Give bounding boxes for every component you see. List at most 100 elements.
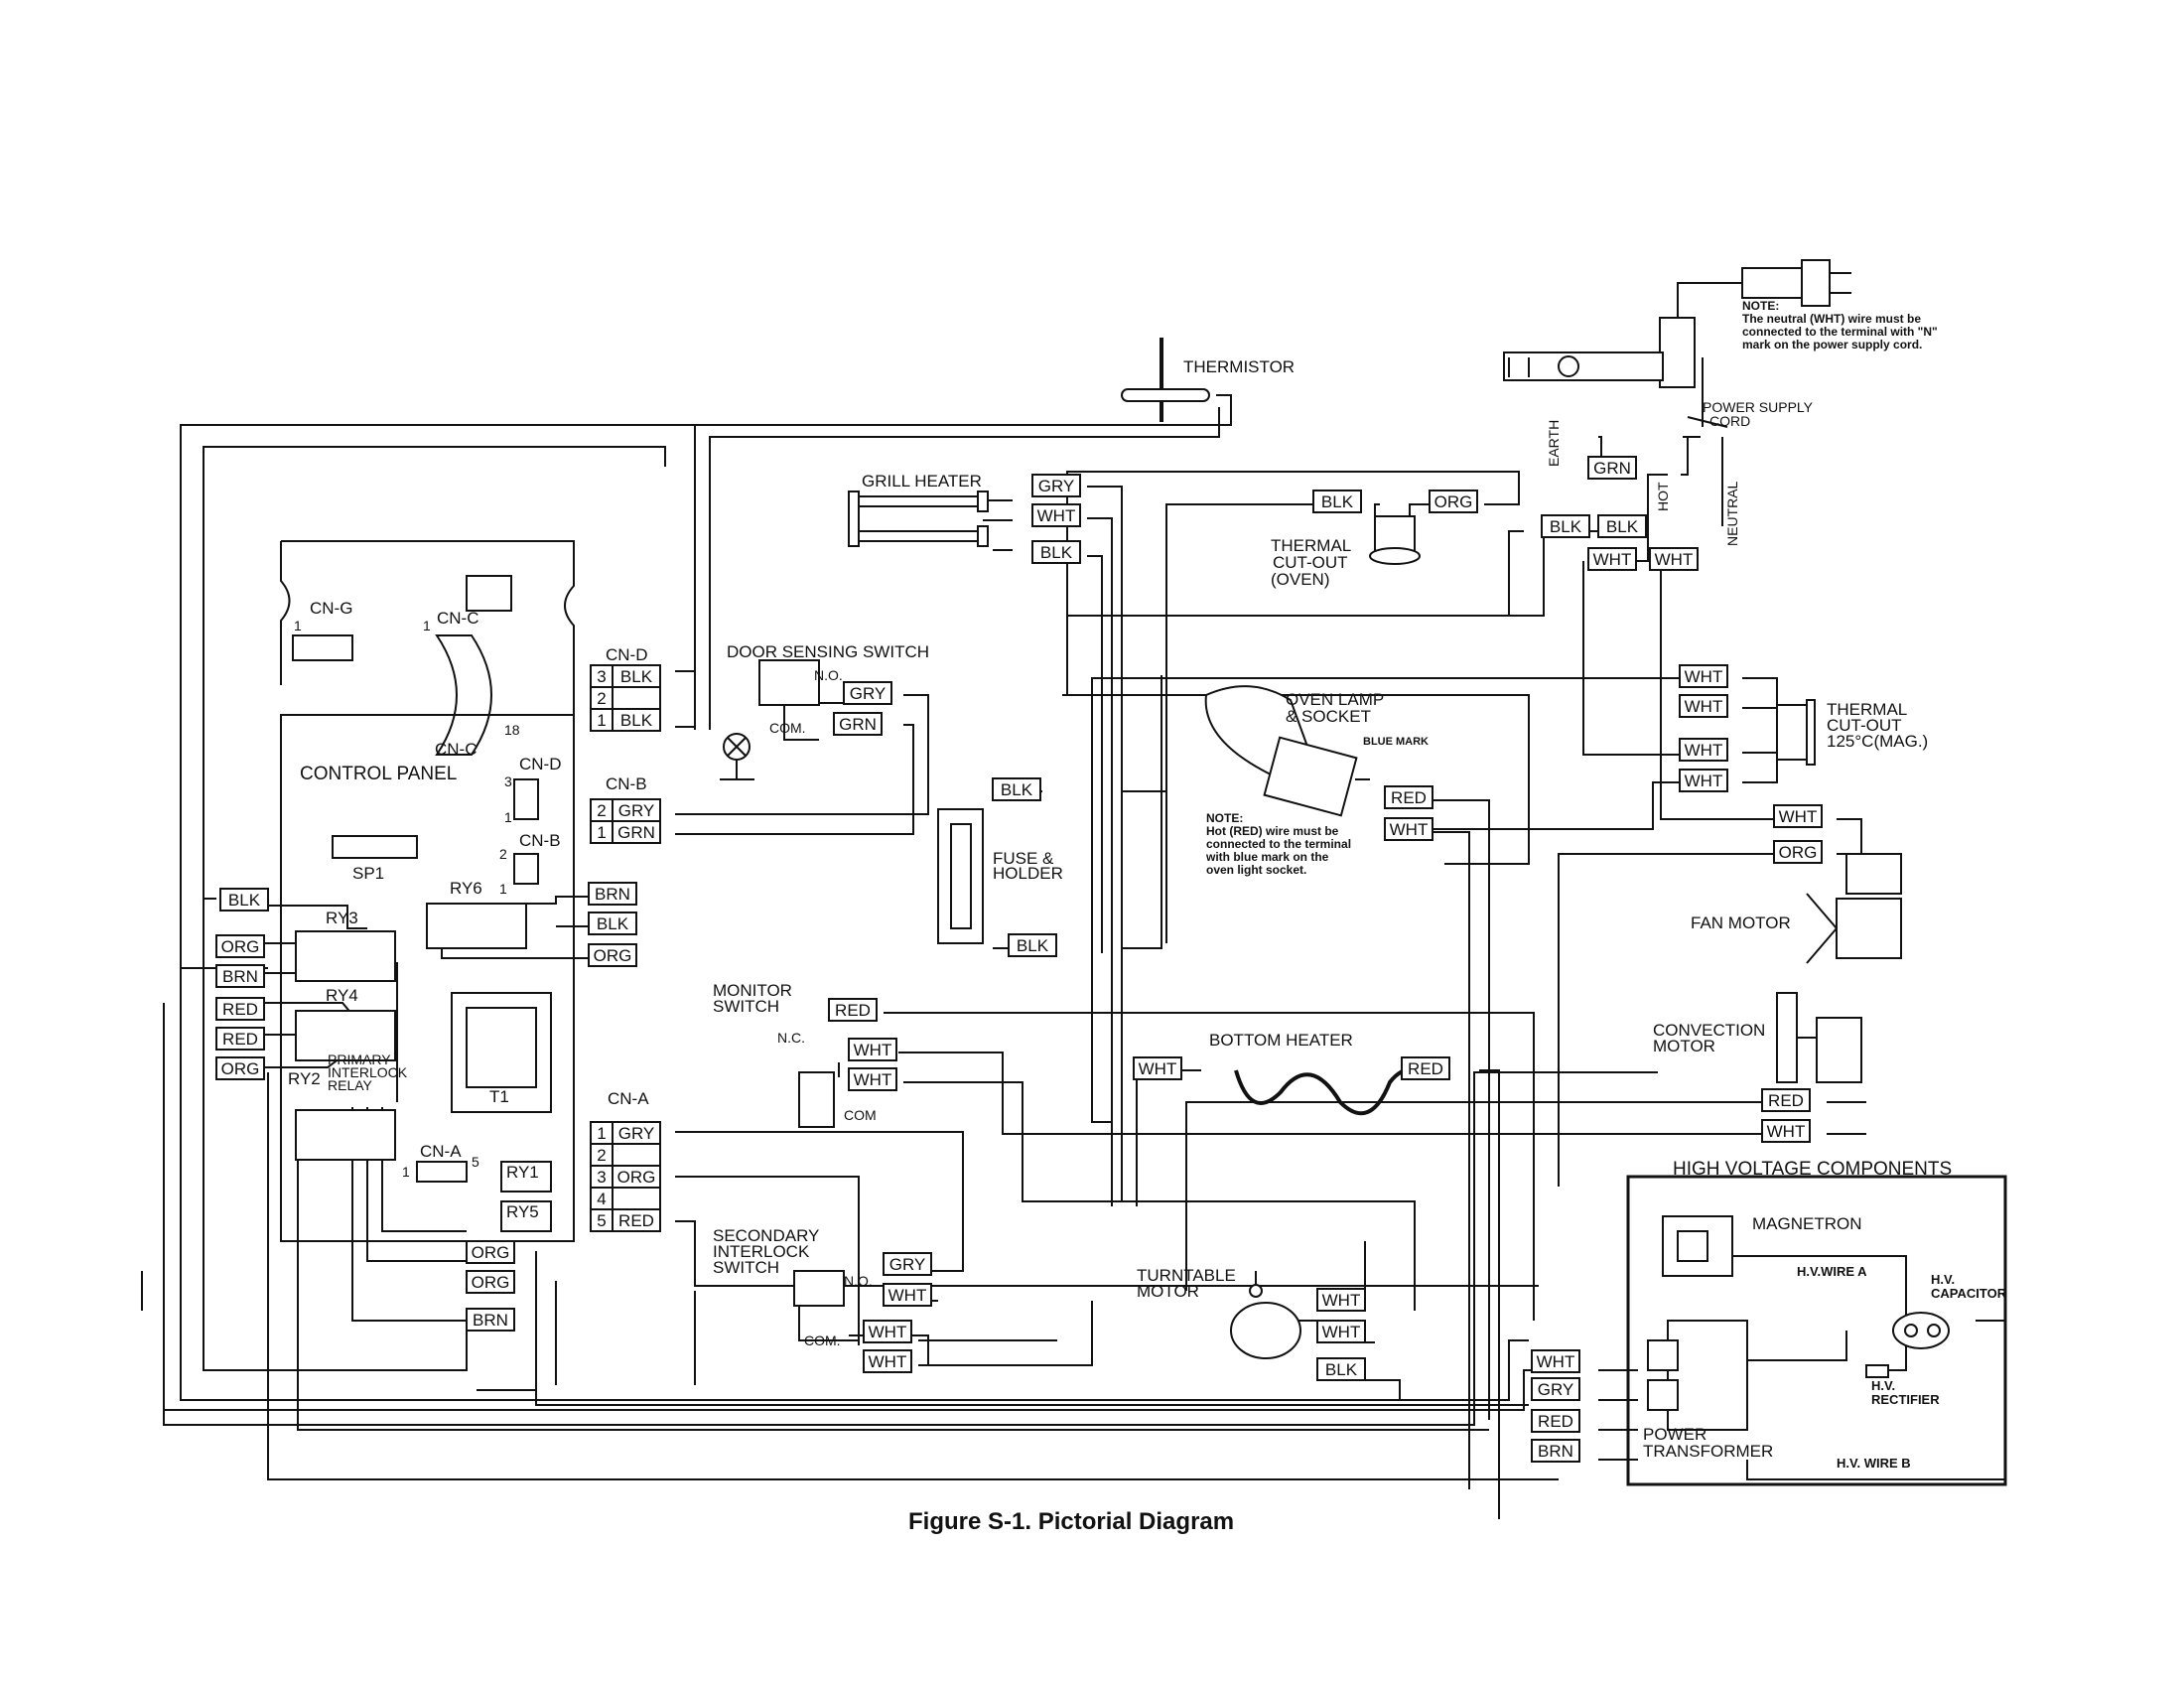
- neutral-label: NEUTRAL: [1724, 481, 1740, 546]
- wire-tag-org: ORG: [1773, 840, 1823, 864]
- cord-note: NOTE: The neutral (WHT) wire must be con…: [1742, 299, 1941, 351]
- cn-a-pin-5: 5: [472, 1154, 479, 1170]
- wire-tag-wht: WHT: [1587, 547, 1637, 571]
- cn-a-pin-1: 1: [402, 1164, 410, 1180]
- wire-tag-red: RED: [1761, 1088, 1811, 1112]
- svg-text:WHT: WHT: [1390, 820, 1429, 839]
- svg-text:WHT: WHT: [1322, 1291, 1361, 1310]
- svg-text:BLK: BLK: [1040, 543, 1073, 562]
- cn-b-pin-2: 2: [499, 846, 507, 862]
- cn-g-label: CN-G: [310, 599, 352, 618]
- wire-tag-blk: BLK: [1597, 514, 1647, 538]
- wire-tag-grn: GRN: [833, 712, 883, 736]
- wire-tag-org: ORG: [466, 1270, 515, 1294]
- wire-tag-gry: GRY: [843, 681, 892, 705]
- wire-tag-blk: BLK: [588, 912, 637, 935]
- svg-text:GRY: GRY: [1038, 477, 1075, 495]
- cn-d-pin-1: 1: [504, 809, 512, 825]
- wire-tag-org: ORG: [466, 1240, 515, 1264]
- wire-tag-org: ORG: [215, 934, 265, 958]
- wire-tag-org: ORG: [215, 1056, 265, 1080]
- thermal-cutout-oven-symbol: [1369, 515, 1421, 565]
- thermal-cutout-mag-label: THERMAL CUT-OUT 125°C(MAG.): [1827, 700, 1928, 751]
- svg-text:BLK: BLK: [1550, 517, 1582, 536]
- svg-text:ORG: ORG: [221, 937, 260, 956]
- wire-tag-gry: GRY: [1531, 1377, 1580, 1401]
- cn-c-bottom-label: CN-C: [435, 740, 478, 759]
- svg-text:BRN: BRN: [595, 885, 630, 904]
- ry2-label: RY2: [288, 1069, 321, 1088]
- transformer-symbol: [1647, 1320, 1748, 1431]
- connector-cell: GRY: [618, 801, 655, 820]
- wire-tag-red: RED: [215, 997, 265, 1021]
- convection-motor-symbol: [1776, 992, 1862, 1083]
- convection-motor-label: CONVECTION MOTOR: [1653, 1021, 1770, 1055]
- wire-tag-wht: WHT: [1384, 817, 1433, 841]
- wire-tag-gry: GRY: [1031, 474, 1081, 497]
- wire-tag-wht: WHT: [1679, 769, 1728, 792]
- svg-text:WHT: WHT: [1779, 807, 1818, 826]
- bottom-heater-label: BOTTOM HEATER: [1209, 1031, 1353, 1050]
- svg-text:BRN: BRN: [222, 967, 258, 986]
- wire-tag-wht: WHT: [1031, 503, 1081, 527]
- rectifier-symbol: [1865, 1364, 1889, 1378]
- cn-d-panel-label: CN-D: [519, 755, 562, 773]
- wire-tag-wht: WHT: [1679, 738, 1728, 762]
- connector-cell: 1: [597, 711, 606, 730]
- svg-text:ORG: ORG: [472, 1243, 510, 1262]
- svg-text:WHT: WHT: [1037, 506, 1076, 525]
- cn-c-pin-18: 18: [504, 722, 520, 738]
- door-no-label: N.O.: [814, 667, 843, 683]
- wire-tag-wht: WHT: [1679, 664, 1728, 688]
- svg-text:BLK: BLK: [228, 891, 261, 910]
- wire-tag-wht: WHT: [1531, 1349, 1580, 1373]
- wire-tag-blk: BLK: [219, 888, 269, 912]
- ry6-label: RY6: [450, 879, 482, 898]
- secondary-switch-body: [793, 1270, 845, 1307]
- lamp-symbol: [720, 733, 754, 780]
- thermal-cutout-mag-symbol: [1776, 699, 1816, 766]
- svg-text:WHT: WHT: [1685, 667, 1723, 686]
- connector-cell: RED: [618, 1211, 654, 1230]
- door-com-label: COM.: [769, 720, 806, 736]
- svg-text:RED: RED: [1538, 1412, 1573, 1431]
- svg-text:BLK: BLK: [1325, 1360, 1358, 1379]
- svg-text:WHT: WHT: [888, 1286, 927, 1305]
- cn-d-label: CN-D: [606, 645, 648, 664]
- control-panel-label: CONTROL PANEL: [300, 764, 457, 784]
- svg-text:ORG: ORG: [1779, 843, 1818, 862]
- wire-tag-brn: BRN: [588, 882, 637, 906]
- t1-label: T1: [489, 1087, 509, 1106]
- primary-interlock-label: PRIMARY INTERLOCK RELAY: [328, 1052, 411, 1093]
- wire-tag-red: RED: [215, 1027, 265, 1051]
- cn-c-pin-1: 1: [423, 618, 431, 633]
- connector-cell: 3: [597, 1168, 606, 1187]
- control-panel-board: [280, 540, 575, 1242]
- svg-text:RED: RED: [222, 1030, 258, 1049]
- grill-heater-label: GRILL HEATER: [862, 472, 982, 491]
- wire-tag-red: RED: [1384, 785, 1433, 809]
- cn-a-panel-label: CN-A: [420, 1142, 462, 1161]
- connector-cell: BLK: [620, 711, 653, 730]
- door-sensing-switch-label: DOOR SENSING SWITCH: [727, 642, 929, 661]
- cn-g-pin-1: 1: [294, 618, 302, 633]
- svg-text:WHT: WHT: [1593, 550, 1632, 569]
- turntable-motor-label: TURNTABLE MOTOR: [1137, 1266, 1241, 1301]
- monitor-switch-label: MONITOR SWITCH: [713, 981, 797, 1016]
- svg-text:ORG: ORG: [594, 946, 632, 965]
- thermal-cutout-oven-label: THERMAL CUT-OUT (OVEN): [1271, 536, 1355, 589]
- power-supply-cord-label: POWER SUPPLY CORD: [1703, 399, 1817, 429]
- svg-text:RED: RED: [222, 1000, 258, 1019]
- wire-tag-blk: BLK: [1316, 1357, 1366, 1381]
- hv-components-label: HIGH VOLTAGE COMPONENTS: [1673, 1159, 1952, 1180]
- svg-text:RED: RED: [1391, 788, 1427, 807]
- thermistor-symbol: [1121, 338, 1210, 422]
- wire-tag-blk: BLK: [1541, 514, 1590, 538]
- connector-cell: GRN: [617, 823, 655, 842]
- hv-capacitor-label: H.V. CAPACITOR: [1931, 1272, 2007, 1301]
- svg-text:WHT: WHT: [1685, 697, 1723, 716]
- svg-text:ORG: ORG: [472, 1273, 510, 1292]
